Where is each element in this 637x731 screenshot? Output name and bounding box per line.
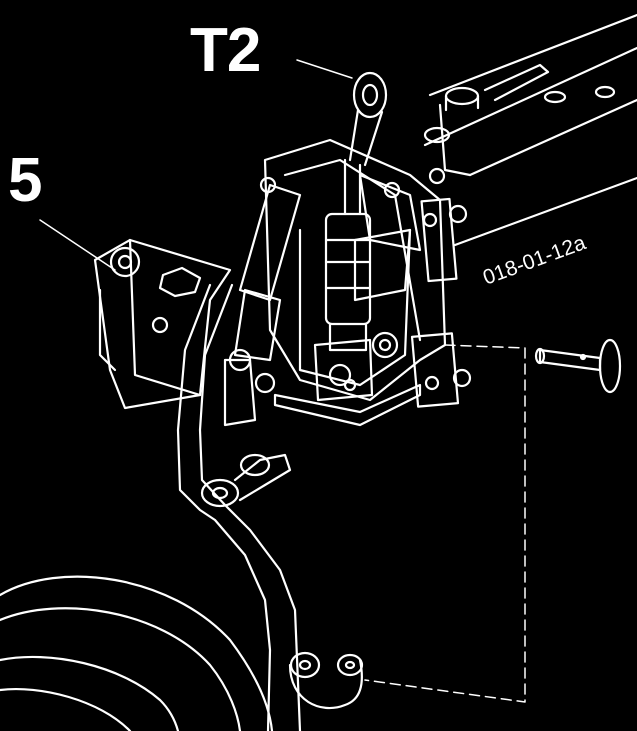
frame-rail	[423, 13, 637, 247]
leader-lines	[39, 59, 526, 703]
pedal-lever	[176, 283, 302, 731]
wheel	[0, 575, 274, 731]
callout-5-label: 5	[8, 146, 42, 215]
pin	[534, 338, 622, 394]
mounting-bracket	[259, 138, 472, 427]
gas-spring-t2	[313, 71, 388, 402]
callout-t2-label: T2	[190, 16, 261, 85]
clevis	[288, 651, 364, 710]
pivot-arm	[223, 183, 399, 427]
side-block	[93, 238, 232, 410]
